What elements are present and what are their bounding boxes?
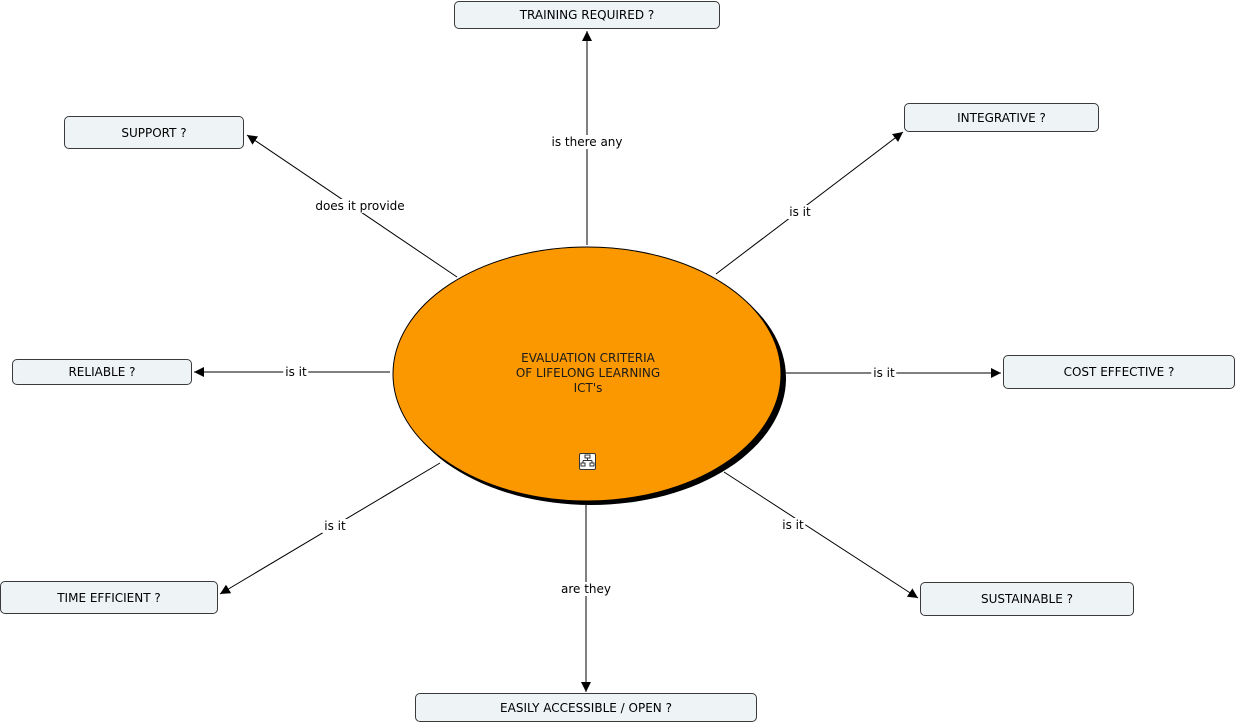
node-easily-accessible[interactable]: EASILY ACCESSIBLE / OPEN ? xyxy=(415,693,757,722)
link-label-accessible: are they xyxy=(558,582,614,596)
node-cost-effective-label: COST EFFECTIVE ? xyxy=(1063,365,1175,379)
node-time-efficient[interactable]: TIME EFFICIENT ? xyxy=(0,581,218,614)
node-integrative-label: INTEGRATIVE ? xyxy=(957,110,1046,125)
concept-map-icon[interactable] xyxy=(579,453,596,470)
link-label-reliable: is it xyxy=(283,365,309,379)
node-support[interactable]: SUPPORT ? xyxy=(64,116,244,149)
node-training-required[interactable]: TRAINING REQUIRED ? xyxy=(454,1,720,29)
node-reliable[interactable]: RELIABLE ? xyxy=(12,359,192,385)
node-training-required-label: TRAINING REQUIRED ? xyxy=(519,8,655,22)
node-reliable-label: RELIABLE ? xyxy=(68,365,136,379)
center-line-2: OF LIFELONG LEARNING xyxy=(515,366,661,380)
node-sustainable-label: SUSTAINABLE ? xyxy=(980,592,1074,606)
link-label-support: does it provide xyxy=(313,199,407,213)
link-label-sustainable: is it xyxy=(780,518,806,532)
node-support-label: SUPPORT ? xyxy=(121,125,187,140)
node-time-efficient-label: TIME EFFICIENT ? xyxy=(57,590,161,605)
node-cost-effective[interactable]: COST EFFECTIVE ? xyxy=(1003,355,1235,389)
center-concept[interactable] xyxy=(392,246,782,502)
center-line-1: EVALUATION CRITERIA xyxy=(521,351,655,365)
link-label-cost-effective: is it xyxy=(871,366,897,380)
center-line-3: ICT's xyxy=(573,381,603,395)
node-integrative[interactable]: INTEGRATIVE ? xyxy=(904,103,1099,132)
link-label-time-efficient: is it xyxy=(322,519,348,533)
center-concept-label: EVALUATION CRITERIA OF LIFELONG LEARNING… xyxy=(488,351,688,396)
link-label-training: is there any xyxy=(549,135,625,149)
connector-integrative xyxy=(715,131,904,275)
node-sustainable[interactable]: SUSTAINABLE ? xyxy=(920,582,1134,616)
connector-sustainable xyxy=(723,471,919,599)
node-easily-accessible-label: EASILY ACCESSIBLE / OPEN ? xyxy=(500,700,672,715)
link-label-integrative: is it xyxy=(787,205,813,219)
